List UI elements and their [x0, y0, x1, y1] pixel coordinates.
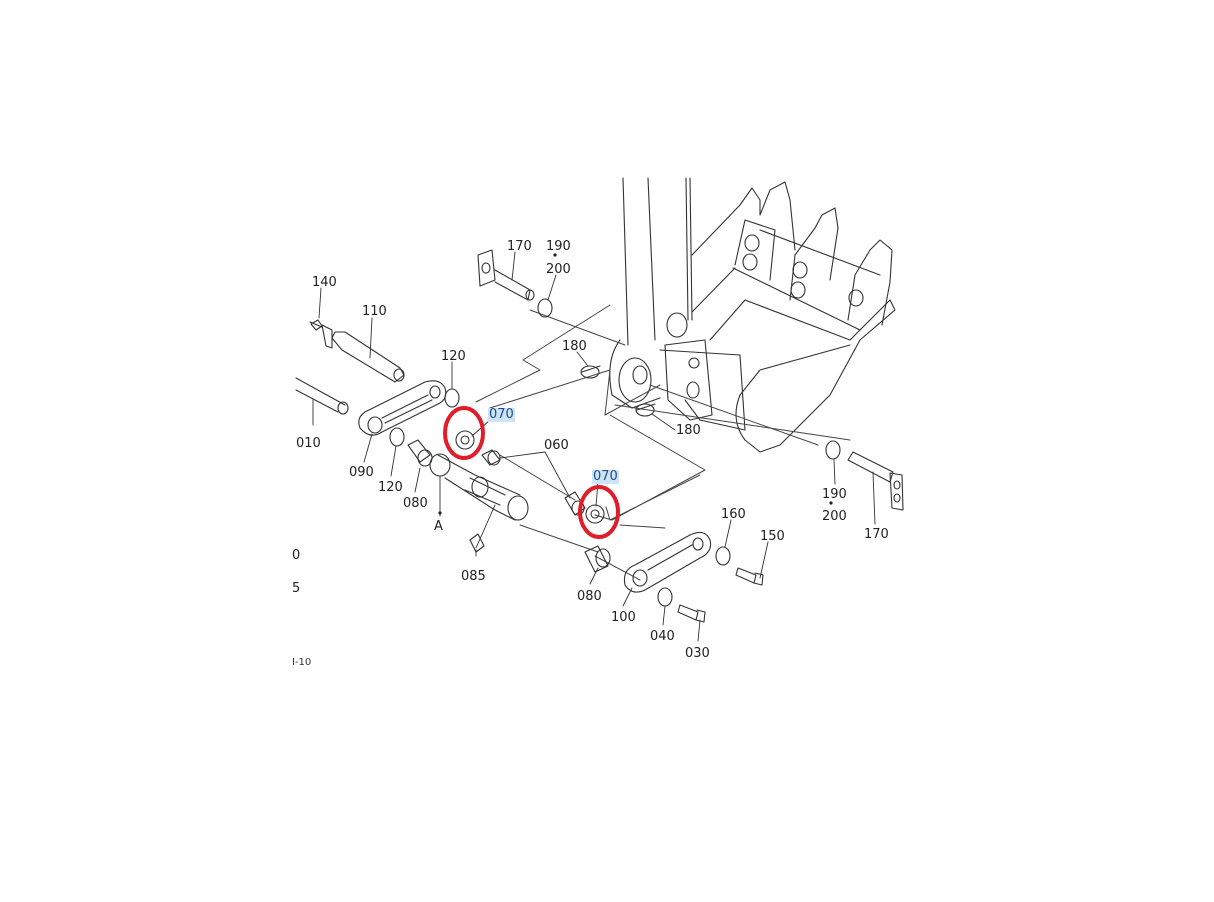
label-150: 150: [760, 529, 785, 544]
label-070-upper: 070: [488, 407, 515, 422]
label-180-upper: 180: [562, 339, 587, 354]
label-100: 100: [611, 610, 636, 625]
label-170-upper: 170: [507, 239, 532, 254]
margin-fragment-0: 0: [292, 548, 301, 563]
pin-110: [309, 321, 405, 383]
bolt-150: [735, 567, 764, 586]
lock-pin-180-upper: [580, 365, 601, 379]
label-180-lower: 180: [676, 423, 701, 438]
label-140: 140: [312, 275, 337, 290]
washer-190-upper: [537, 298, 553, 318]
shim-070-upper: [455, 430, 475, 450]
bushing-060-upper: [481, 449, 501, 466]
highlight-circle-070-lower: [578, 485, 620, 539]
label-080-right: 080: [577, 589, 602, 604]
highlight-circle-070-upper: [443, 406, 485, 460]
link-100: [623, 531, 712, 593]
margin-fragment-5: 5: [292, 581, 301, 596]
label-190-right: 190: [822, 487, 847, 502]
bucket-drawing: [659, 181, 896, 453]
label-040: 040: [650, 629, 675, 644]
pin-170-right: [847, 451, 904, 511]
label-080-left: 080: [403, 496, 428, 511]
label-160: 160: [721, 507, 746, 522]
page-reference: I-10: [292, 657, 312, 668]
label-090: 090: [349, 465, 374, 480]
grease-nipple-085: [469, 533, 485, 553]
link-090: [358, 380, 447, 436]
guide-lines: [475, 304, 851, 581]
leader-lines: [312, 251, 876, 642]
label-085: 085: [461, 569, 486, 584]
label-a: A: [434, 519, 443, 534]
pin-010: [295, 377, 349, 415]
label-200-right: 200: [822, 509, 847, 524]
label-110: 110: [362, 304, 387, 319]
pin-140-grease-nipple: [310, 319, 323, 331]
label-200-upper: 200: [546, 262, 571, 277]
label-170-right: 170: [864, 527, 889, 542]
bushing-060-lower: [564, 491, 586, 516]
arm-drawing: [609, 177, 693, 409]
washer-160: [715, 546, 731, 566]
washer-120-lower: [389, 427, 405, 447]
washer-190-right: [825, 440, 841, 460]
bushing-080-left: [407, 439, 433, 467]
label-120-upper: 120: [441, 349, 466, 364]
label-030: 030: [685, 646, 710, 661]
lock-pin-180-lower: [635, 403, 656, 417]
washer-040: [657, 587, 673, 607]
bushing-080-right: [584, 545, 611, 573]
label-060: 060: [544, 438, 569, 453]
link-a-housing: [429, 453, 529, 521]
highlight-marks: [443, 406, 620, 539]
bolt-030: [677, 604, 706, 623]
label-120-lower: 120: [378, 480, 403, 495]
label-070-lower: 070: [592, 469, 619, 484]
washer-120-upper: [444, 388, 460, 408]
label-190-upper: 190: [546, 239, 571, 254]
label-010: 010: [296, 436, 321, 451]
shim-070-lower: [585, 504, 605, 524]
pin-170-upper: [477, 249, 535, 301]
